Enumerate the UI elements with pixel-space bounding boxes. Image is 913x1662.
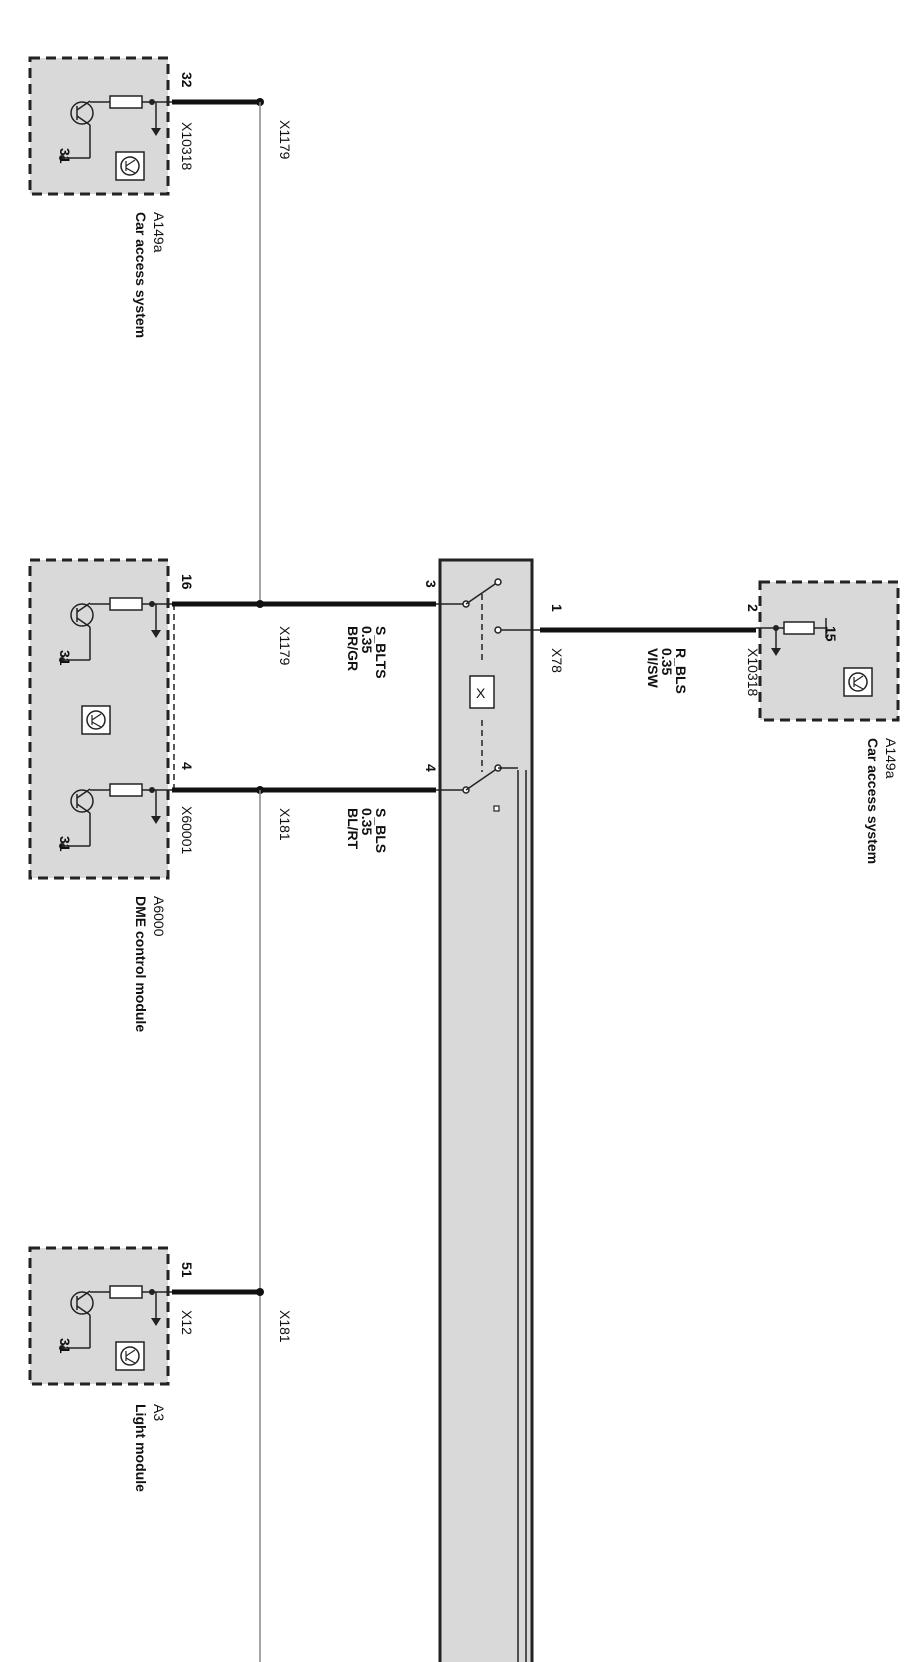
component-name: Light module <box>133 1404 149 1492</box>
splice-label: X1179 <box>277 120 293 160</box>
light-module: 31 51 X12 A3 Light module <box>28 1246 195 1492</box>
wire-color: BL/RT <box>345 808 361 850</box>
splice-label: X1179 <box>277 626 293 666</box>
wire-color: VI/SW <box>645 648 661 688</box>
wire-color: BR/GR <box>345 626 361 671</box>
wires <box>172 98 756 1662</box>
ecu-icon <box>115 151 145 181</box>
pin-label: 1 <box>549 604 565 612</box>
wire-name: S_BLTS <box>373 626 389 679</box>
dme-module: 31 31 16 4 X60001 A6000 DME control modu… <box>28 558 195 1032</box>
wire-gauge: 0.35 <box>359 808 375 835</box>
component-id: A149a <box>883 738 899 779</box>
pin-label: 51 <box>179 1262 195 1278</box>
wire-label-r-bls: R_BLS 0.35 VI/SW <box>645 648 689 694</box>
pin-label: 2 <box>745 604 761 612</box>
ecu-icon <box>843 667 873 697</box>
component-id: A3 <box>151 1404 167 1421</box>
wire-name: R_BLS <box>673 648 689 694</box>
ground-label: 31 <box>57 1338 73 1354</box>
cas-right-module: 15 2 X10318 A149a Car access system <box>745 580 900 864</box>
connector-label: X12 <box>179 1310 195 1335</box>
cas-top-module: 31 32 X10318 A149a Car access system <box>28 56 195 338</box>
component-name: Car access system <box>133 212 149 338</box>
component-name: DME control module <box>133 896 149 1032</box>
pin-label: 16 <box>179 574 195 590</box>
splice-label: X181 <box>277 1310 293 1343</box>
pin-label: 4 <box>423 764 439 772</box>
actuator-symbol: X <box>476 685 486 701</box>
ground-label: 31 <box>57 148 73 164</box>
pin-label: 3 <box>423 580 439 588</box>
connector-label: X78 <box>549 648 565 673</box>
brake-light-switch: X 3 4 1 X78 <box>423 558 565 1662</box>
wire-name: S_BLS <box>373 808 389 853</box>
wire-label-s-blts: S_BLTS 0.35 BR/GR <box>345 626 389 679</box>
ecu-icon <box>115 1341 145 1371</box>
component-name: Car access system <box>865 738 881 864</box>
ground-label: 31 <box>57 836 73 852</box>
connector-label: X10318 <box>179 122 195 170</box>
pin-label: 32 <box>179 72 195 88</box>
ground-label: 31 <box>57 650 73 666</box>
component-id: A6000 <box>151 896 167 937</box>
wire-gauge: 0.35 <box>359 626 375 653</box>
ecu-icon <box>81 705 111 735</box>
wire-gauge: 0.35 <box>659 648 675 675</box>
terminal-label: 15 <box>823 626 839 642</box>
connector-label: X60001 <box>179 806 195 854</box>
component-id: A149a <box>151 212 167 253</box>
wire-label-s-bls: S_BLS 0.35 BL/RT <box>345 808 389 853</box>
splice-label: X181 <box>277 808 293 841</box>
pin-label: 4 <box>179 762 195 770</box>
connector-label: X10318 <box>745 648 761 696</box>
